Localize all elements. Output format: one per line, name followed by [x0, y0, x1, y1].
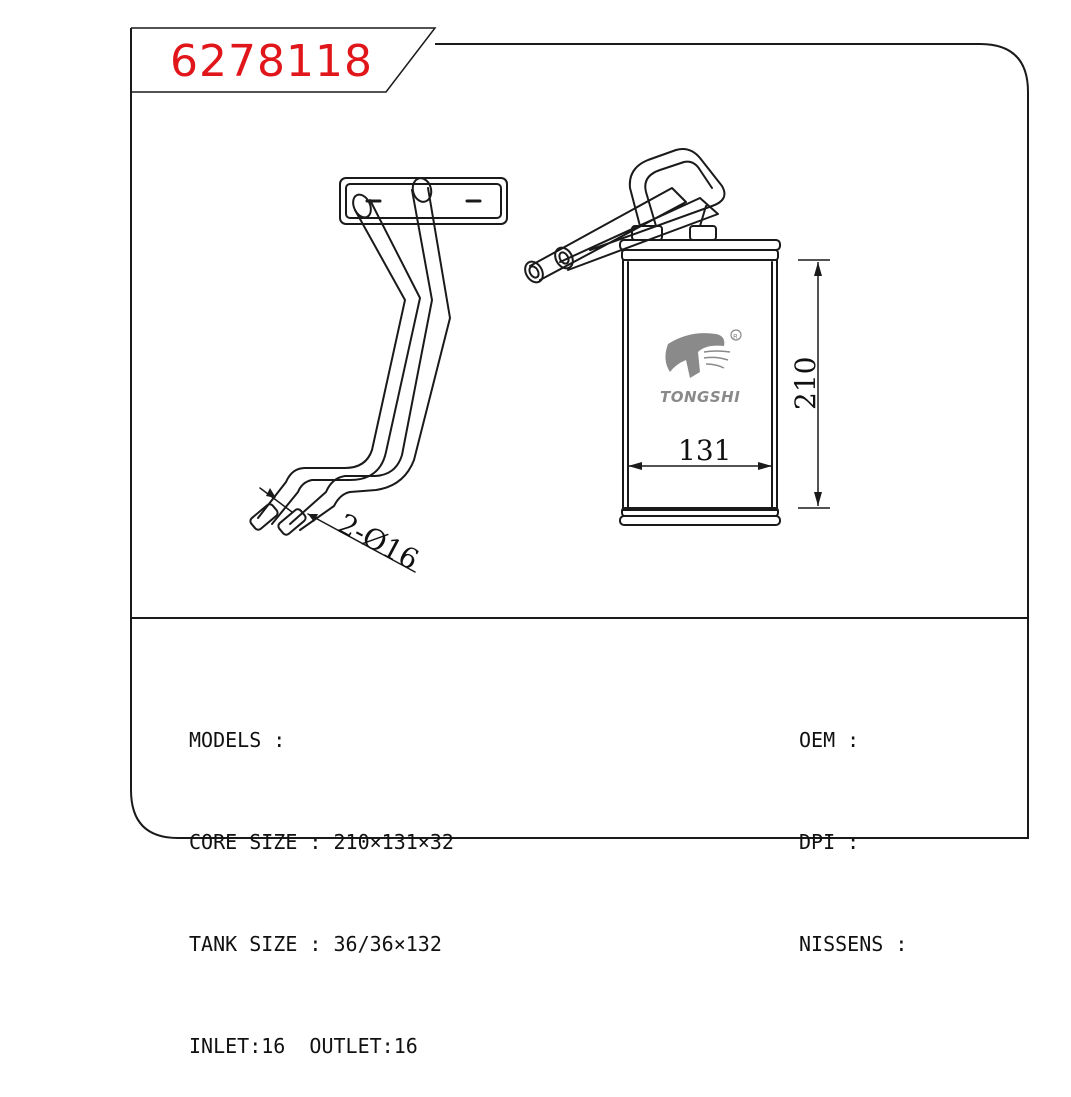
width-dimension [628, 462, 772, 470]
front-pipes [529, 148, 726, 281]
heater-core-drawing: 2-Ø16 210 131 [130, 27, 1029, 839]
svg-text:R: R [733, 333, 738, 341]
front-view [524, 148, 781, 526]
spec-list-left: MODELS : CORE SIZE : 210×131×32 TANK SIZ… [189, 655, 454, 1097]
registered-icon [730, 329, 742, 341]
side-view [249, 177, 508, 573]
title-box [131, 27, 437, 93]
height-dimension [798, 259, 830, 509]
spec-models: MODELS : [189, 728, 286, 752]
part-number: 6278118 [170, 36, 373, 87]
spec-core-size: CORE SIZE : 210×131×32 [189, 830, 454, 854]
logo-mark [665, 333, 725, 378]
side-pipe-2 [289, 187, 451, 531]
core-body [622, 259, 778, 511]
brand-logo: R TONGSHI [660, 329, 742, 406]
spec-inlet-outlet: INLET:16 OUTLET:16 [189, 1034, 418, 1058]
spec-oem: OEM : [799, 728, 860, 752]
height-label: 210 [789, 357, 822, 410]
spec-list-right: OEM : DPI : NISSENS : [799, 655, 907, 995]
spec-nissens: NISSENS : [799, 932, 908, 956]
side-pipe-1 [257, 199, 421, 525]
brand-name: TONGSHI [660, 388, 740, 406]
width-label: 131 [678, 434, 731, 467]
spec-dpi: DPI : [799, 830, 860, 854]
spec-tank-size: TANK SIZE : 36/36×132 [189, 932, 442, 956]
pipe-diameter-label: 2-Ø16 [333, 507, 424, 576]
drawing-frame [130, 28, 1029, 839]
